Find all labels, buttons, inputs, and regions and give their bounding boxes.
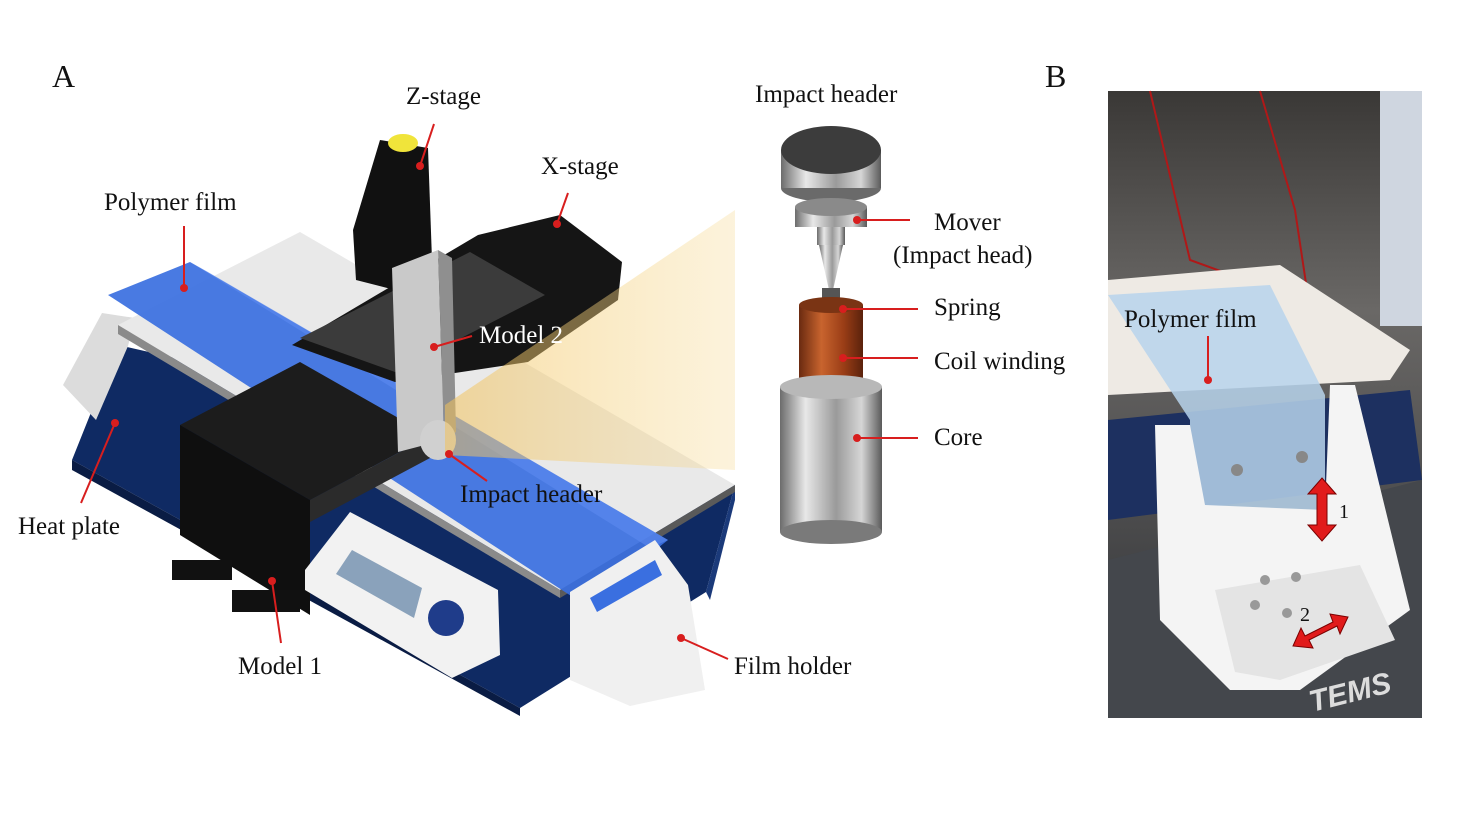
label-arrow-1: 1 <box>1339 501 1349 523</box>
photo-panel: TEMS <box>1108 90 1422 719</box>
label-model-2: Model 2 <box>479 322 564 349</box>
label-z-stage: Z-stage <box>406 83 481 110</box>
label-x-stage: X-stage <box>541 153 619 180</box>
exploded-impact-header <box>780 126 882 544</box>
model-1-stage <box>180 362 430 500</box>
panel-label-a: A <box>52 58 76 94</box>
arrow-2 <box>1292 613 1349 649</box>
label-spring: Spring <box>934 294 1001 321</box>
label-impact-header-exploded: Impact header <box>755 81 898 108</box>
label-core: Core <box>934 424 983 451</box>
leader-lines <box>80 123 1212 660</box>
label-heat-plate: Heat plate <box>18 513 121 540</box>
control-knob <box>428 600 464 636</box>
z-stage <box>353 140 432 290</box>
display-screen <box>336 550 422 618</box>
label-model-1: Model 1 <box>238 653 323 680</box>
label-polymer-film-photo: Polymer film <box>1124 306 1257 333</box>
film-holder-left <box>63 313 135 420</box>
projection-beam <box>445 210 735 470</box>
label-polymer-film: Polymer film <box>104 189 237 216</box>
arrow-1 <box>1306 477 1338 542</box>
machine-illustration <box>63 134 735 716</box>
panel-label-b: B <box>1045 58 1067 94</box>
label-impact-header-machine: Impact header <box>460 481 603 508</box>
film-holder-right <box>570 540 705 706</box>
photo-polymer-film <box>1108 285 1325 510</box>
z-stage-knob <box>388 134 418 152</box>
model-2-plate <box>392 250 444 452</box>
label-coil-winding: Coil winding <box>934 348 1066 375</box>
label-arrow-2: 2 <box>1300 604 1310 626</box>
label-mover-subtitle: (Impact head) <box>893 242 1033 269</box>
label-film-holder: Film holder <box>734 653 852 680</box>
label-mover: Mover <box>934 209 1001 236</box>
